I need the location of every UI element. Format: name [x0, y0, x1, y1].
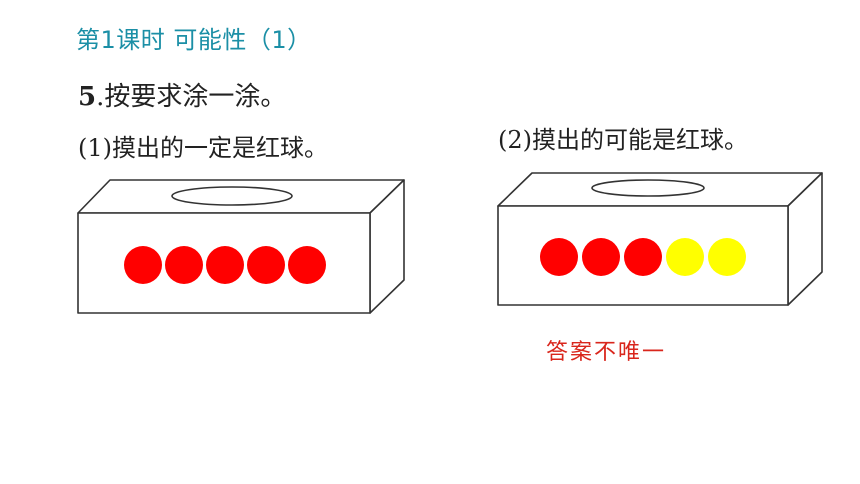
box-1-ball-5	[288, 246, 326, 284]
question-number: 5	[78, 82, 97, 112]
question-text: .按要求涂一涂。	[96, 82, 287, 112]
answer-note: 答案不唯一	[546, 340, 667, 365]
box-2-ball-4	[666, 238, 704, 276]
box-1-balls	[124, 246, 326, 284]
box-1-ball-4	[247, 246, 285, 284]
question-prompt: 5.按要求涂一涂。	[78, 76, 286, 113]
box-1-ball-3	[206, 246, 244, 284]
lesson-title: 第1课时 可能性（1）	[76, 26, 312, 54]
box-1-ball-2	[165, 246, 203, 284]
box-1-ball-1	[124, 246, 162, 284]
box-2-balls	[540, 238, 746, 276]
box-1-opening	[171, 186, 293, 206]
box-2-ball-5	[708, 238, 746, 276]
part-1-label: (1)摸出的一定是红球。	[78, 134, 328, 162]
part-2-label: (2)摸出的可能是红球。	[498, 126, 748, 154]
box-2-ball-3	[624, 238, 662, 276]
box-2-opening	[591, 179, 705, 197]
box-2-ball-2	[582, 238, 620, 276]
box-2-ball-1	[540, 238, 578, 276]
